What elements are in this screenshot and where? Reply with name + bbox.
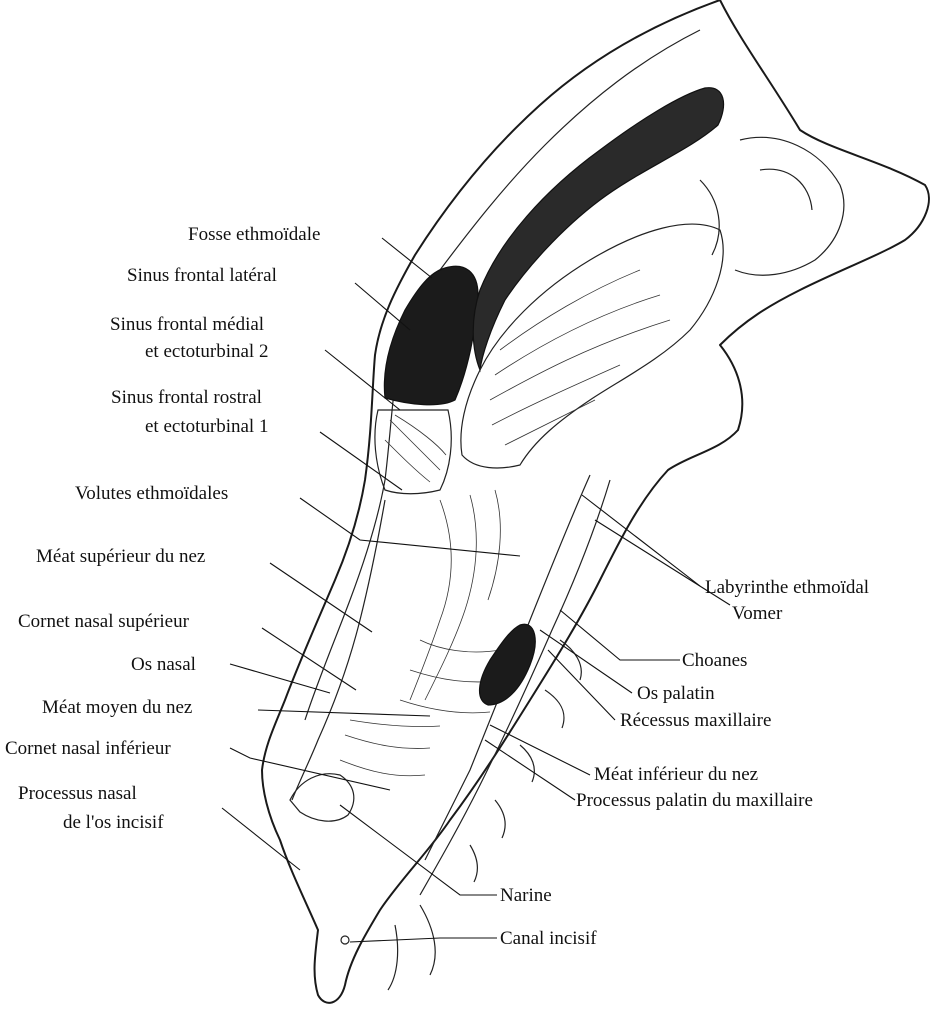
skull-outline xyxy=(262,0,929,1003)
leader-recessus xyxy=(548,650,615,720)
cranial-cavity-details xyxy=(700,137,844,275)
label-narine: Narine xyxy=(500,885,552,906)
sinus-frontal-medial-hatching xyxy=(385,415,446,482)
label-vomer: Vomer xyxy=(732,603,783,624)
skull-illustration xyxy=(262,0,929,1003)
label-sinus-frontal-rostral-line1: Sinus frontal rostral xyxy=(111,387,262,408)
label-meat-superieur: Méat supérieur du nez xyxy=(36,546,205,567)
sinus-frontal-medial-shape xyxy=(375,410,451,494)
canal-incisif-hole xyxy=(341,936,349,944)
label-os-nasal: Os nasal xyxy=(131,654,196,675)
label-meat-moyen: Méat moyen du nez xyxy=(42,697,192,718)
leader-canal-incisif xyxy=(350,938,497,942)
label-choanes: Choanes xyxy=(682,650,747,671)
label-sinus-frontal-medial-line1: Sinus frontal médial xyxy=(110,314,264,335)
ethmoid-hatching xyxy=(490,270,670,445)
label-processus-palatin: Processus palatin du maxillaire xyxy=(576,790,813,811)
leader-cornet-superieur xyxy=(262,628,356,690)
label-recessus-maxillaire: Récessus maxillaire xyxy=(620,710,771,731)
label-sinus-frontal-medial-line2: et ectoturbinal 2 xyxy=(145,341,268,362)
leader-labyrinthe xyxy=(582,495,700,586)
leader-meat-inferieur xyxy=(490,725,590,775)
label-processus-nasal-line2: de l'os incisif xyxy=(63,812,164,833)
leader-choanes xyxy=(560,610,680,660)
leader-processus-palatin xyxy=(485,740,575,800)
labels-right: Labyrinthe ethmoïdal Vomer Choanes Os pa… xyxy=(500,577,869,949)
fosse-ethmoidale-shape xyxy=(473,88,723,370)
leader-volutes-ethmoidales xyxy=(300,498,520,556)
label-meat-inferieur: Méat inférieur du nez xyxy=(594,764,758,785)
leader-meat-moyen xyxy=(258,710,430,716)
choanes-patch xyxy=(480,624,536,705)
label-labyrinthe-ethmoidal: Labyrinthe ethmoïdal xyxy=(705,577,869,598)
label-volutes-ethmoidales: Volutes ethmoïdales xyxy=(75,483,228,504)
turbinate-scrolls xyxy=(340,490,505,776)
leader-fosse-ethmoidale xyxy=(382,238,432,278)
label-os-palatin: Os palatin xyxy=(637,683,715,704)
leader-processus-nasal xyxy=(222,808,300,870)
label-cornet-inferieur: Cornet nasal inférieur xyxy=(5,738,171,759)
label-canal-incisif: Canal incisif xyxy=(500,928,597,949)
label-fosse-ethmoidale: Fosse ethmoïdale xyxy=(188,224,320,245)
label-cornet-superieur: Cornet nasal supérieur xyxy=(18,611,190,632)
labels-left: Fosse ethmoïdale Sinus frontal latéral S… xyxy=(5,224,320,833)
label-sinus-frontal-lateral: Sinus frontal latéral xyxy=(127,265,277,286)
label-sinus-frontal-rostral-line2: et ectoturbinal 1 xyxy=(145,416,268,437)
leader-meat-superieur xyxy=(270,563,372,632)
label-processus-nasal-line1: Processus nasal xyxy=(18,783,137,804)
leader-os-nasal xyxy=(230,664,330,693)
